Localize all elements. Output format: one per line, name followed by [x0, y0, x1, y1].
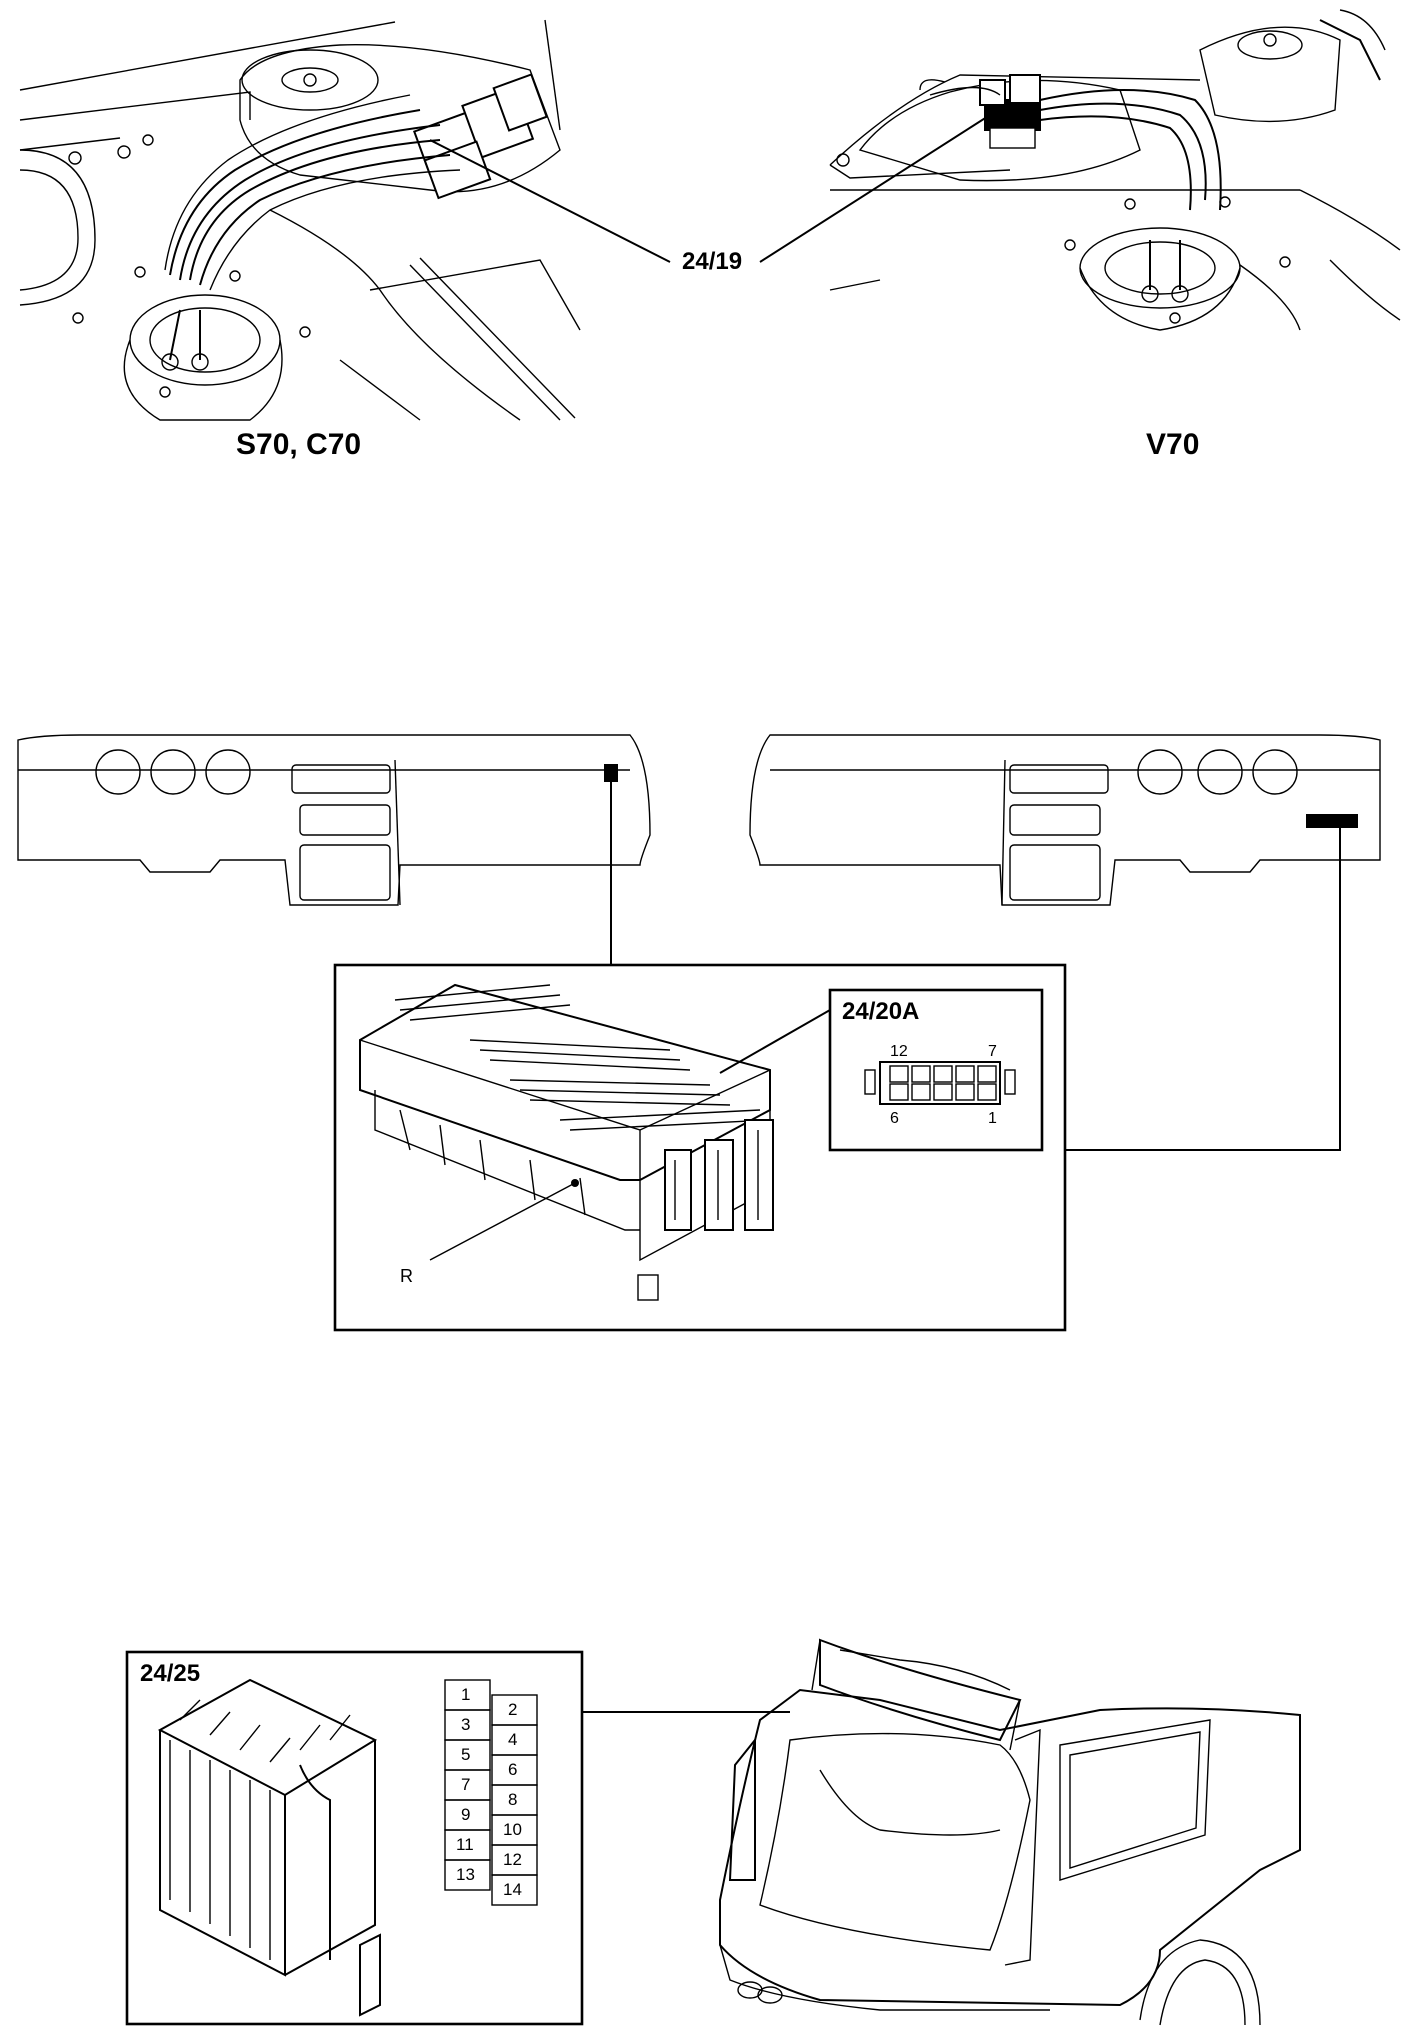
pin-number: 4: [508, 1730, 518, 1749]
connector-label-24-20a: 24/20A: [842, 998, 920, 1025]
pin-label-6: 6: [890, 1110, 899, 1127]
pin-number: 13: [456, 1865, 475, 1884]
callout-24-19: 24/19: [682, 248, 743, 275]
central-electronic-module-box: [333, 963, 1067, 1332]
v70-strut-tower-illustration: [829, 9, 1401, 331]
dashboard-leader-lines: [610, 781, 1341, 1151]
pin-label-12: 12: [890, 1043, 908, 1060]
pin-number: 5: [461, 1745, 471, 1764]
connector-24-25-pin-grid: [444, 1679, 538, 1906]
pin-number: 3: [461, 1715, 471, 1734]
connector-24-20a-inset: [828, 988, 1044, 1152]
pin-number: 14: [503, 1880, 522, 1899]
pin-number: 8: [508, 1790, 518, 1809]
pin-number: 10: [503, 1820, 522, 1839]
s70-c70-strut-tower-illustration: [19, 19, 581, 421]
caption-v70: V70: [1146, 428, 1200, 461]
pin-number: 9: [461, 1805, 471, 1824]
pin-number: 6: [508, 1760, 518, 1779]
callout-leaders-24-19: [429, 114, 991, 263]
pin-label-1: 1: [988, 1110, 997, 1127]
connector-24-25-inset: [125, 1650, 760, 2026]
pin-number: 12: [503, 1850, 522, 1869]
connector-label-24-25: 24/25: [140, 1660, 201, 1687]
pin-number: 11: [456, 1835, 474, 1854]
dashboard-right-illustration: [749, 734, 1381, 906]
module-socket-rows: [394, 984, 771, 1131]
pin-number: 2: [508, 1700, 518, 1719]
pin-number: 1: [461, 1685, 471, 1704]
part-label-r: R: [400, 1266, 413, 1286]
pin-label-7: 7: [988, 1043, 997, 1060]
v70-rear-cargo-illustration: [719, 1638, 1301, 2026]
caption-s70-c70: S70, C70: [236, 428, 362, 461]
dashboard-left-illustration: [17, 734, 651, 906]
pin-number: 7: [461, 1775, 471, 1794]
